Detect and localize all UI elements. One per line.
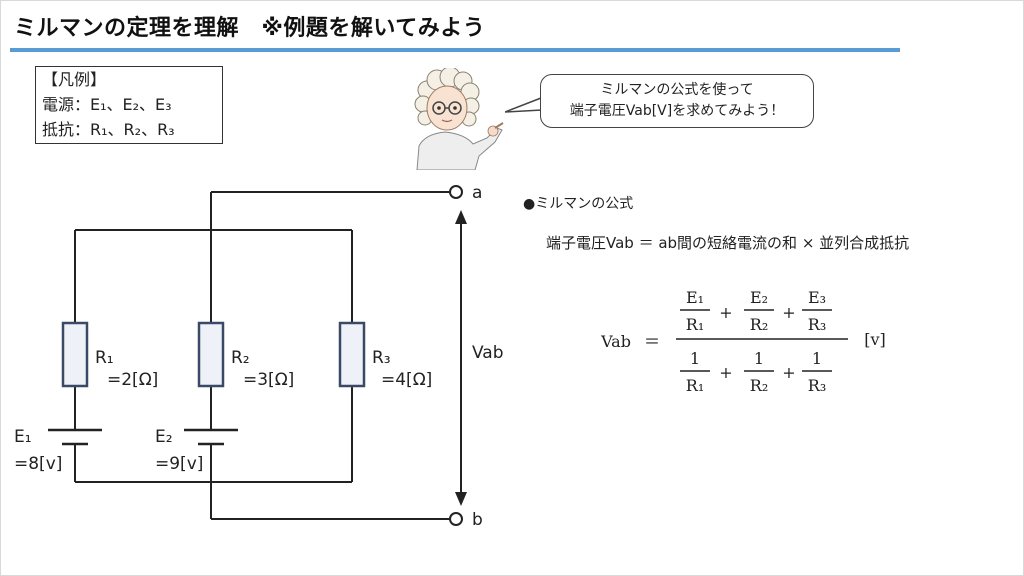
legend-heading: 【凡例】 (42, 70, 107, 89)
millman-formula: Vab ＝ E₁ R₁ + E₂ R₂ + E₃ R₃ 1 R₁ + 1 R₂ … (600, 288, 886, 395)
den-r3: R₃ (808, 376, 826, 395)
speech-bubble-tail (505, 97, 543, 113)
formula-statement: 端子電圧Vab ＝ ab間の短絡電流の和 × 並列合成抵抗 (546, 234, 910, 252)
num-plus-2: + (782, 303, 795, 322)
speech-bubble: ミルマンの公式を使って 端子電圧Vab[V]を求めてみよう！ (540, 74, 814, 128)
speech-line-2: 端子電圧Vab[V]を求めてみよう！ (569, 103, 785, 119)
legend-box: 【凡例】 電源：E₁、E₂、E₃ 抵抗：R₁、R₂、R₃ (35, 66, 223, 144)
title-underline (10, 48, 900, 52)
legend-resistors: 抵抗：R₁、R₂、R₃ (42, 120, 175, 139)
num-e2: E₂ (750, 288, 768, 307)
den-one-2: 1 (754, 349, 764, 368)
den-plus-2: + (782, 363, 795, 382)
professor-character-illustration (414, 68, 504, 170)
speech-line-1: ミルマンの公式を使って (600, 82, 754, 98)
formula-equals: ＝ (644, 332, 660, 351)
slide-title: ミルマンの定理を理解 ※例題を解いてみよう (14, 16, 486, 41)
num-plus-1: + (719, 303, 732, 322)
den-one-1: 1 (690, 349, 700, 368)
formula-unit: [v] (864, 330, 886, 349)
num-r3: R₃ (808, 315, 826, 334)
num-e3: E₃ (808, 288, 826, 307)
num-r2: R₂ (750, 315, 768, 334)
den-one-3: 1 (812, 349, 822, 368)
num-r1: R₁ (686, 315, 704, 334)
num-e1: E₁ (686, 288, 704, 307)
legend-sources: 電源：E₁、E₂、E₃ (42, 95, 172, 114)
den-plus-1: + (719, 363, 732, 382)
den-r2: R₂ (750, 376, 768, 395)
formula-lhs-vab: Vab (600, 332, 631, 351)
den-r1: R₁ (686, 376, 704, 395)
formula-heading: ●ミルマンの公式 (523, 196, 634, 212)
